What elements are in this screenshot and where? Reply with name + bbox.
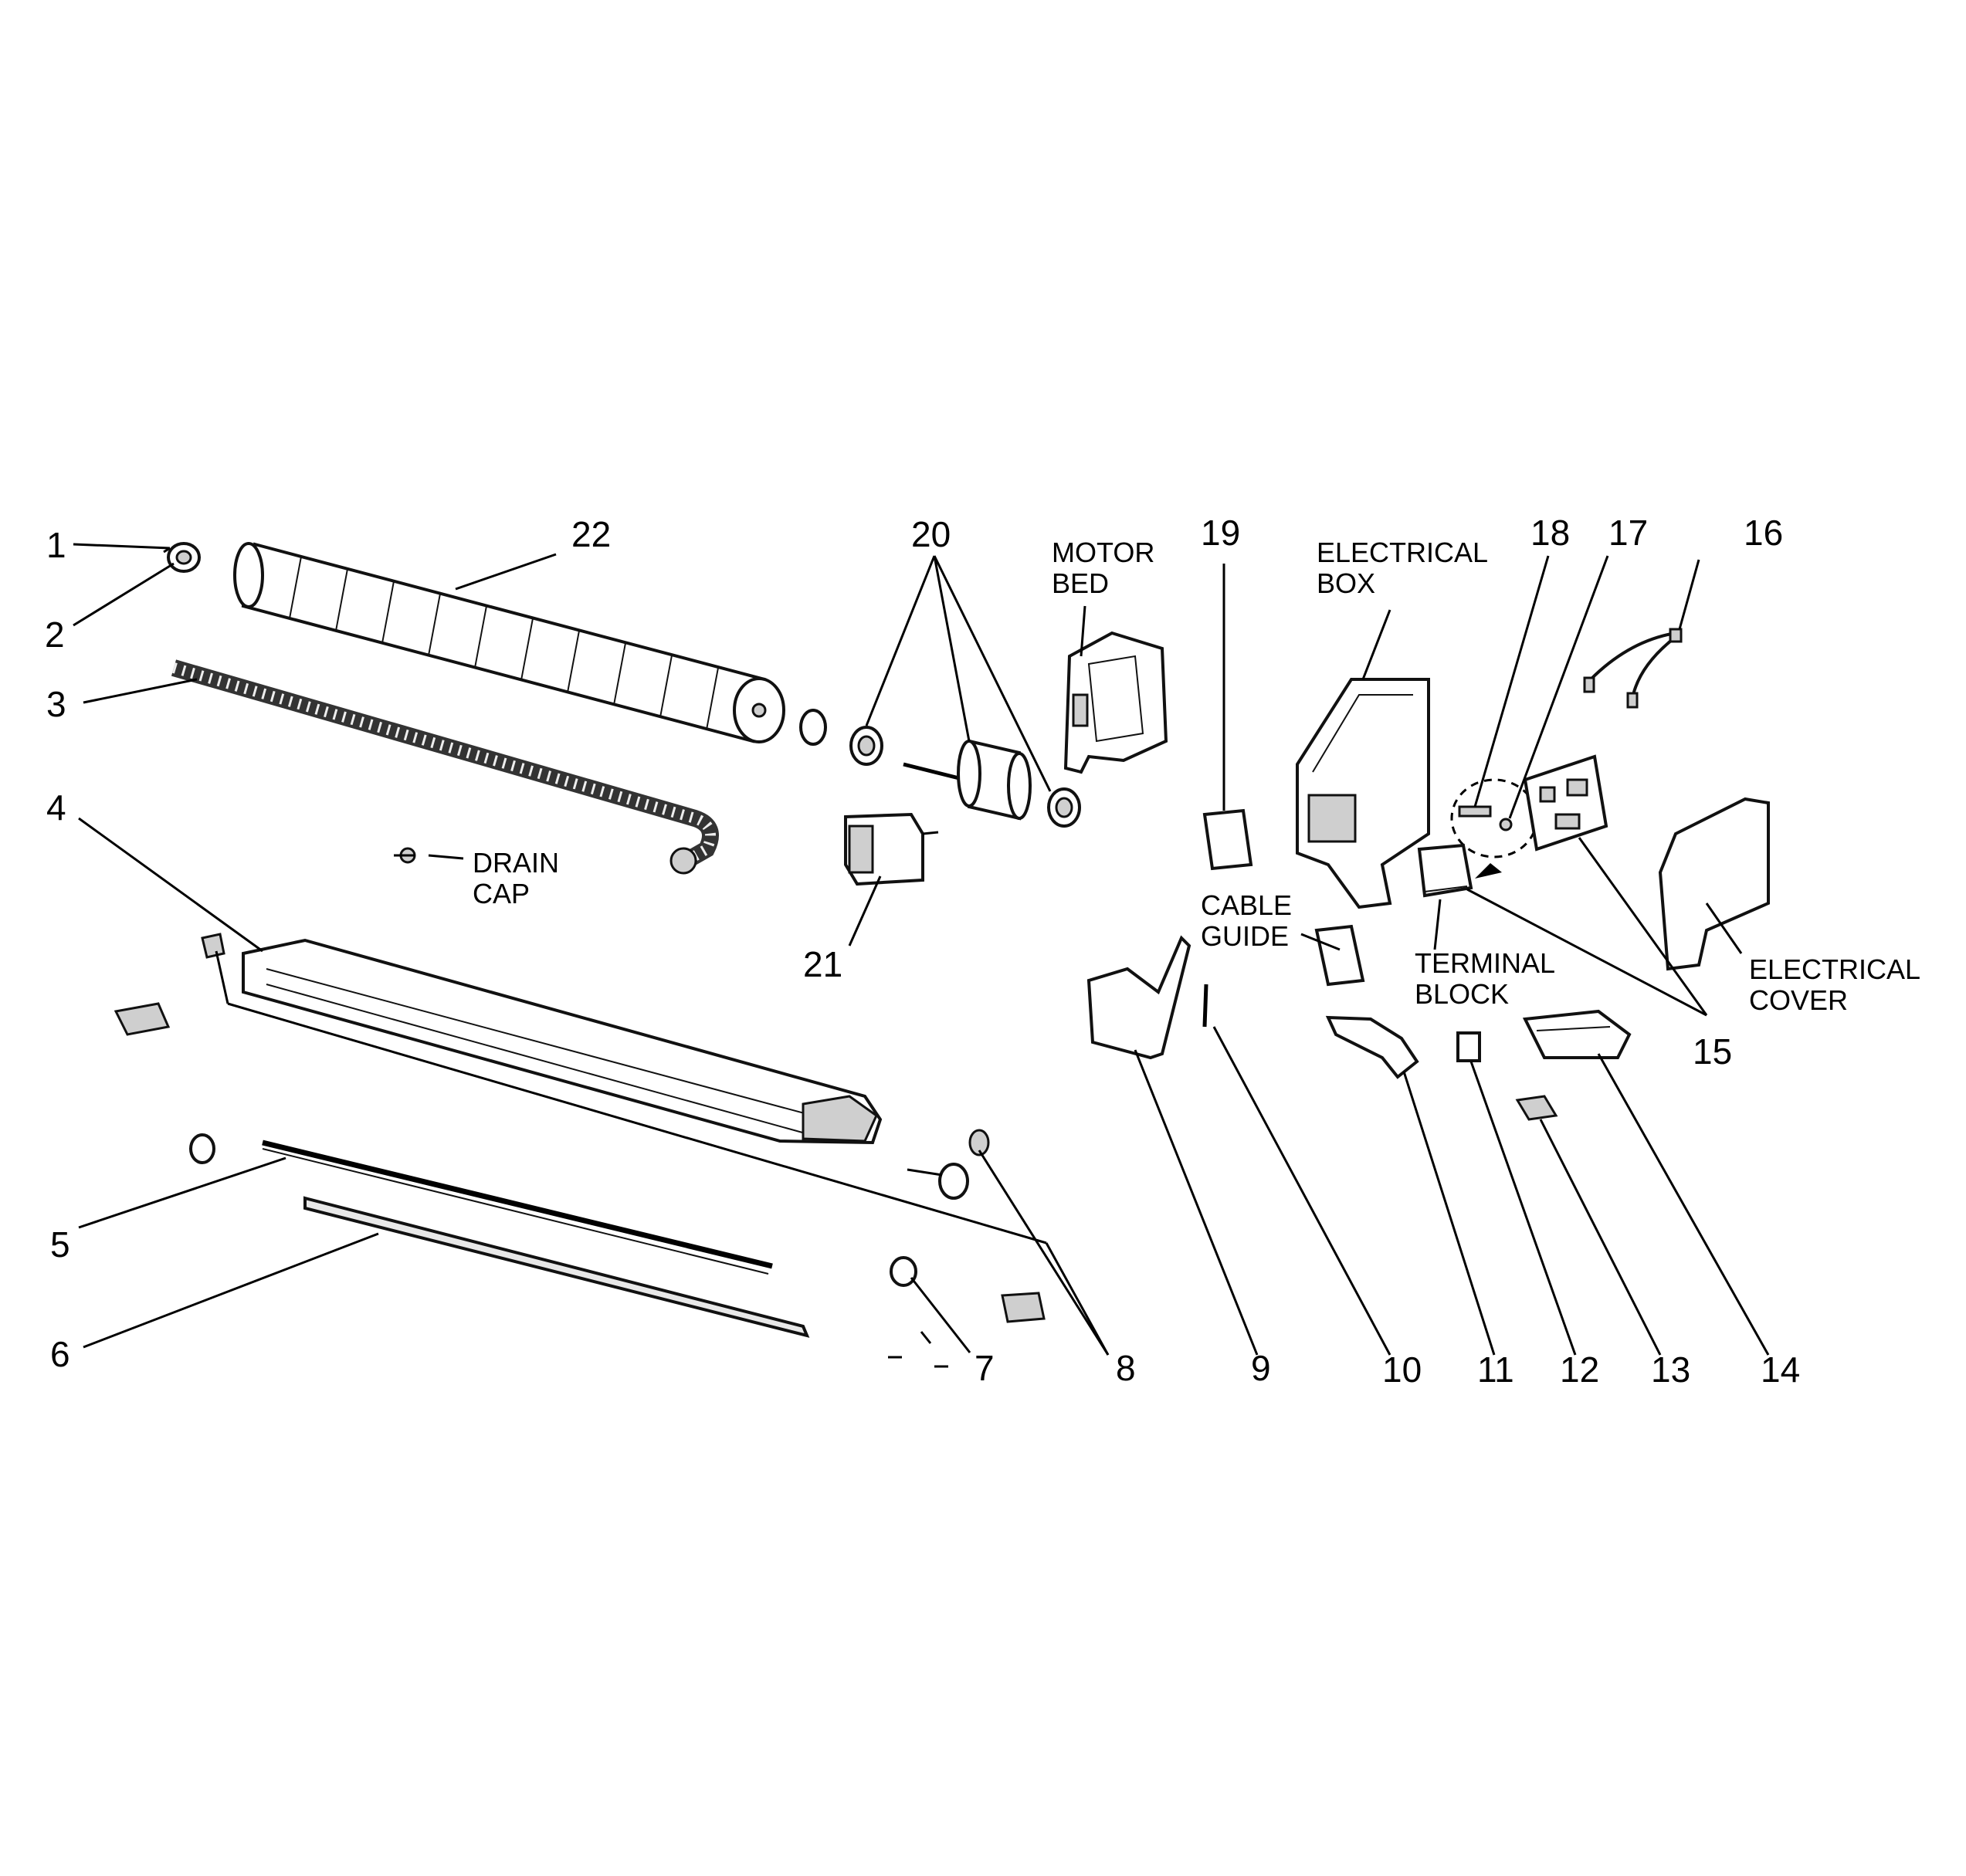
step-motor-part [888, 1256, 1046, 1368]
callout-15: 15 [1693, 1031, 1732, 1072]
callout-12: 12 [1560, 1349, 1599, 1390]
receiver-part [1456, 1031, 1481, 1062]
electrical-box-part [1296, 678, 1430, 909]
support-bracket-part [1086, 935, 1191, 1060]
text-labels: MOTOR BED ELECTRICAL BOX DRAIN CAP CABLE… [473, 537, 1920, 1016]
callout-19: 19 [1201, 513, 1240, 553]
drain-pan-part [242, 938, 883, 1145]
display-assembly-part [1522, 1009, 1632, 1059]
cable-plate-part [1202, 808, 1253, 871]
cable-guide-part [1314, 924, 1365, 987]
callout-21: 21 [803, 944, 842, 984]
cable-guide-label-line2: GUIDE [1201, 920, 1289, 952]
callout-10: 10 [1382, 1349, 1422, 1390]
terminal-block-label-line2: BLOCK [1415, 978, 1509, 1010]
callout-22: 22 [571, 514, 611, 554]
electrical-box-label-line2: BOX [1317, 567, 1375, 599]
callout-14: 14 [1761, 1349, 1800, 1390]
drain-cap-label-line1: DRAIN [473, 847, 559, 879]
cable-guide-label-line1: CABLE [1201, 889, 1292, 921]
callout-6: 6 [50, 1334, 70, 1374]
callout-20: 20 [911, 514, 951, 554]
terminal-block-label-line1: TERMINAL [1415, 947, 1555, 979]
swing-motor-part [907, 1129, 990, 1200]
callout-5: 5 [50, 1224, 70, 1265]
callout-1: 1 [46, 525, 66, 565]
wire-harness-part [1583, 628, 1683, 709]
callout-3: 3 [46, 684, 66, 724]
callout-11: 11 [1477, 1349, 1514, 1390]
callout-2: 2 [45, 615, 65, 655]
louver-part [303, 1196, 810, 1338]
motor-bed-label-line2: BED [1052, 567, 1109, 599]
motor-bed-label-line1: MOTOR [1052, 537, 1154, 568]
small-latch-part [1515, 1095, 1558, 1121]
callout-7: 7 [975, 1348, 995, 1388]
bearing-part [167, 542, 201, 573]
drain-hose-part [171, 659, 719, 875]
fan-motor-part [844, 812, 939, 886]
electrical-cover-label-line1: ELECTRICAL [1749, 953, 1920, 985]
left-bracket-part [114, 933, 225, 1036]
drain-cap-part [394, 847, 416, 864]
electrical-cover-label-line2: COVER [1749, 984, 1848, 1016]
leader-lines [73, 543, 1770, 1356]
electrical-cover-part [1658, 797, 1770, 971]
control-board-part [1523, 754, 1608, 852]
blower-wheel-part [233, 542, 785, 743]
callout-8: 8 [1116, 1348, 1136, 1388]
housing-clip-part [1325, 1015, 1419, 1079]
guide-rail-part [189, 1133, 773, 1275]
drain-cap-label-line2: CAP [473, 878, 530, 909]
sensor-part [1202, 984, 1208, 1028]
electrical-box-label-line1: ELECTRICAL [1317, 537, 1488, 568]
callout-numbers: 1 2 3 4 5 6 7 8 9 10 11 12 13 14 15 16 1… [45, 513, 1800, 1390]
callout-17: 17 [1608, 513, 1648, 553]
motor-rings-part [799, 709, 1081, 828]
terminal-block-part [1417, 843, 1473, 898]
callout-16: 16 [1744, 513, 1783, 553]
callout-13: 13 [1651, 1349, 1690, 1390]
callout-9: 9 [1251, 1348, 1271, 1388]
callout-18: 18 [1530, 513, 1570, 553]
motor-bed-part [1063, 631, 1168, 774]
callout-4: 4 [46, 787, 66, 828]
